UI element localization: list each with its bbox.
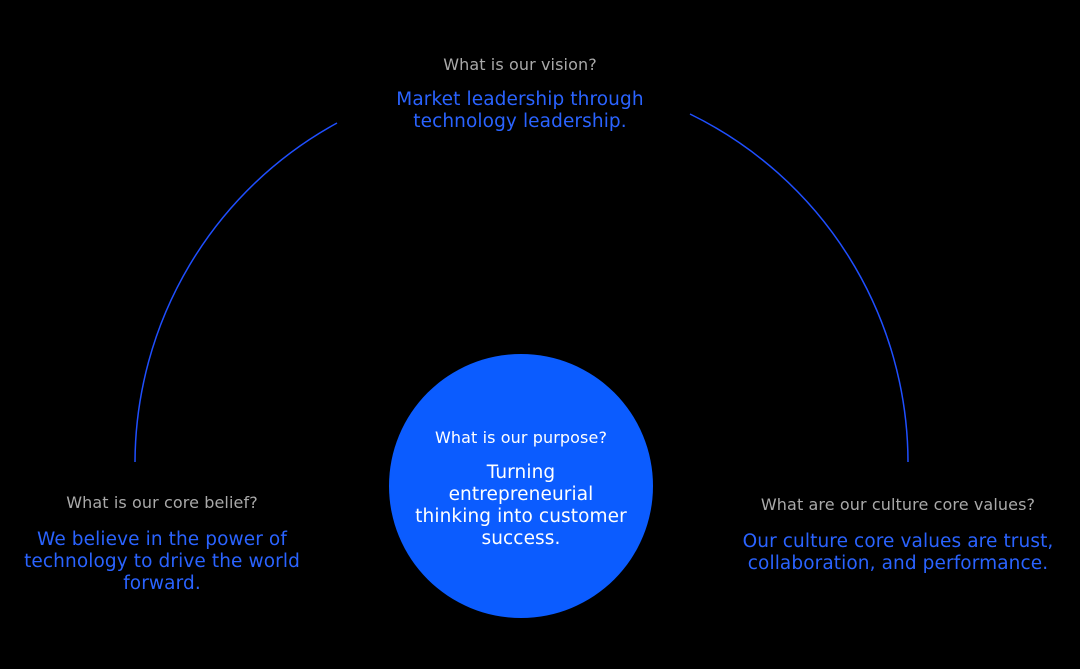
right-arc <box>689 113 909 463</box>
purpose-section: What is our purpose? Turning entrepreneu… <box>400 428 642 550</box>
vision-question: What is our vision? <box>443 55 597 74</box>
core-belief-answer-line: technology to drive the world <box>24 551 300 572</box>
culture-values-answer-line: collaboration, and performance. <box>747 553 1049 574</box>
culture-values-answer: Our culture core values are trust, colla… <box>718 531 1078 575</box>
purpose-answer-line: success. <box>481 528 561 549</box>
core-belief-answer: We believe in the power of technology to… <box>2 529 322 595</box>
core-belief-answer-line: forward. <box>123 573 201 594</box>
culture-values-answer-line: Our culture core values are trust, <box>742 531 1054 552</box>
purpose-answer: Turning entrepreneurial thinking into cu… <box>400 462 642 550</box>
left-arc <box>134 122 338 463</box>
purpose-answer-line: Turning <box>486 462 556 483</box>
vision-answer-line: technology leadership. <box>413 111 627 132</box>
purpose-answer-line: entrepreneurial <box>448 484 594 505</box>
vision-answer-line: Market leadership through <box>396 89 644 110</box>
vision-section: What is our vision? Market leadership th… <box>340 55 700 133</box>
purpose-circle <box>389 354 653 618</box>
core-belief-answer-line: We believe in the power of <box>37 529 287 550</box>
culture-values-question: What are our culture core values? <box>760 495 1036 514</box>
core-belief-section: What is our core belief? We believe in t… <box>2 493 322 595</box>
purpose-question: What is our purpose? <box>434 428 608 447</box>
purpose-answer-line: thinking into customer <box>415 506 627 527</box>
vision-answer: Market leadership through technology lea… <box>340 89 700 133</box>
core-belief-question: What is our core belief? <box>66 493 258 512</box>
culture-values-section: What are our culture core values? Our cu… <box>718 495 1078 575</box>
